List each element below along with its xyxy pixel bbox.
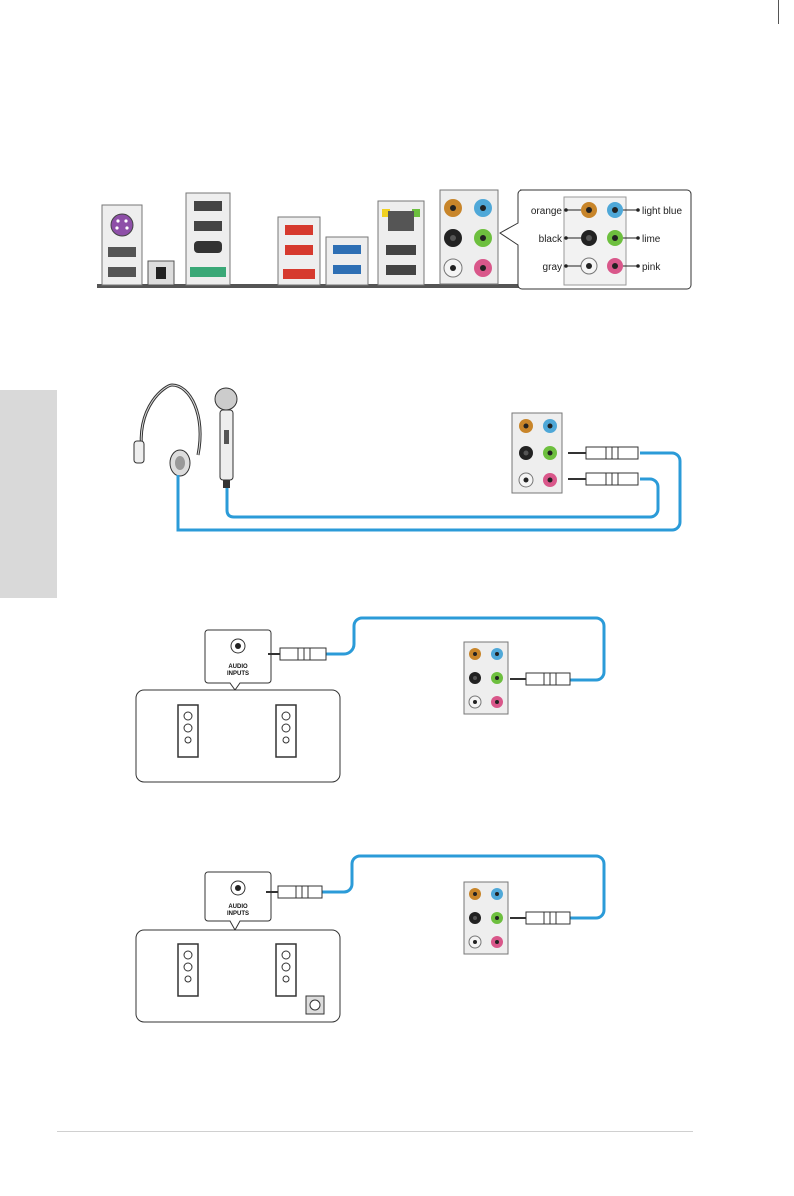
audio-inputs-line1: AUDIO bbox=[228, 664, 248, 670]
plug-lime bbox=[510, 673, 570, 685]
audio-jack-panel-small bbox=[464, 642, 508, 714]
speaker-right-icon bbox=[276, 944, 296, 996]
plug-speaker-input bbox=[266, 886, 322, 898]
ps2-usb-stack bbox=[102, 205, 142, 285]
footer-rule bbox=[57, 1131, 693, 1132]
stereo-speaker-diagram: AUDIO INPUTS bbox=[130, 610, 610, 790]
audio-legend-callout: orange light blue black lime gray pink bbox=[500, 190, 691, 289]
lan-usb-stack bbox=[378, 201, 424, 285]
headphone-icon bbox=[134, 385, 200, 476]
plug-lime bbox=[568, 447, 638, 459]
audio-inputs-line2: INPUTS bbox=[227, 911, 249, 917]
legend-gray: gray bbox=[543, 262, 562, 273]
audio-jack-panel-small bbox=[512, 413, 562, 493]
legend-lime: lime bbox=[642, 234, 661, 245]
plug-speaker-input bbox=[268, 648, 326, 660]
speaker-left-icon bbox=[178, 944, 198, 996]
audio-input-callout: AUDIO INPUTS bbox=[205, 630, 271, 690]
audio-jack-panel-small bbox=[464, 882, 508, 954]
audio-inputs-line1: AUDIO bbox=[228, 904, 248, 910]
optical-port bbox=[148, 261, 174, 285]
speaker-set-box bbox=[136, 690, 340, 782]
top-rule bbox=[778, 0, 779, 24]
audio-input-callout: AUDIO INPUTS bbox=[205, 872, 271, 930]
speaker-right-icon bbox=[276, 705, 296, 757]
legend-orange: orange bbox=[531, 206, 563, 217]
ps2-port-icon bbox=[111, 214, 133, 236]
usb-firewire-esata-stack bbox=[186, 193, 230, 285]
speaker-cable bbox=[322, 856, 604, 918]
subwoofer-icon bbox=[306, 996, 324, 1014]
legend-light-blue: light blue bbox=[642, 206, 682, 217]
legend-black: black bbox=[539, 234, 563, 245]
plug-pink bbox=[568, 473, 638, 485]
audio-inputs-line2: INPUTS bbox=[227, 671, 249, 677]
microphone-icon bbox=[215, 388, 237, 488]
legend-pink: pink bbox=[642, 262, 661, 273]
rear-io-panel: orange light blue black lime gray pink bbox=[90, 185, 700, 295]
usb3-stack bbox=[326, 237, 368, 285]
plug-lime bbox=[510, 912, 570, 924]
speaker-left-icon bbox=[178, 705, 198, 757]
headphone-mic-diagram bbox=[120, 375, 700, 545]
chapter-tab bbox=[0, 390, 57, 598]
audio-jack-panel bbox=[440, 190, 498, 284]
usb-red-stack bbox=[278, 217, 320, 285]
speaker-subwoofer-diagram: AUDIO INPUTS bbox=[130, 850, 610, 1030]
